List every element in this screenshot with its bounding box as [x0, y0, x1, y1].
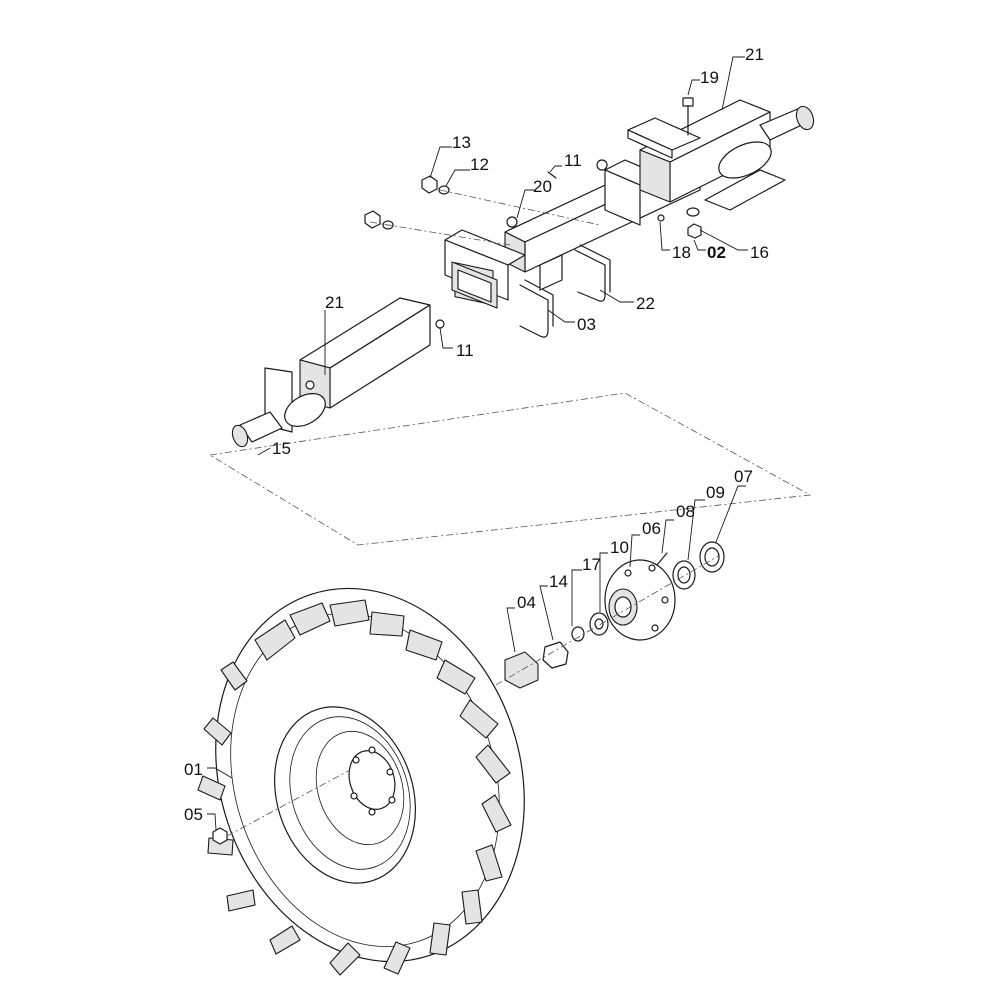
callout-11-top: 11 [564, 151, 582, 170]
callout-20: 20 [533, 177, 552, 196]
callout-02: 02 [707, 243, 726, 262]
callout-05: 05 [184, 805, 203, 824]
callout-07: 07 [734, 467, 753, 486]
callout-09: 09 [706, 483, 725, 502]
callout-14: 14 [549, 572, 568, 591]
callout-18: 18 [672, 243, 691, 262]
assembly-boundary [208, 392, 812, 546]
callout-12: 12 [470, 155, 489, 174]
right-axle-stub [627, 99, 815, 211]
callout-13: 13 [452, 133, 471, 152]
callout-19: 19 [700, 68, 719, 87]
callout-labels: 21 19 13 12 11 20 18 02 16 22 03 21 11 1… [184, 45, 769, 824]
callout-10: 10 [610, 538, 629, 557]
leader-lines [207, 56, 748, 831]
callout-04: 04 [517, 593, 536, 612]
tyre-and-rim [197, 587, 525, 976]
callout-03: 03 [577, 315, 596, 334]
u-bolts [519, 244, 611, 338]
hardware [364, 97, 702, 329]
callout-21-left: 21 [325, 293, 344, 312]
callout-15: 15 [272, 439, 291, 458]
callout-22: 22 [636, 294, 655, 313]
callout-06: 06 [642, 519, 661, 538]
callout-16: 16 [750, 243, 769, 262]
callout-01: 01 [184, 760, 203, 779]
callout-17: 17 [582, 555, 601, 574]
wheel-hub-group [469, 541, 725, 701]
callout-11-left: 11 [456, 341, 474, 360]
left-axle-stub [231, 297, 431, 448]
callout-08: 08 [676, 502, 695, 521]
callout-21-top: 21 [745, 45, 764, 64]
axis-line-top [369, 221, 511, 246]
